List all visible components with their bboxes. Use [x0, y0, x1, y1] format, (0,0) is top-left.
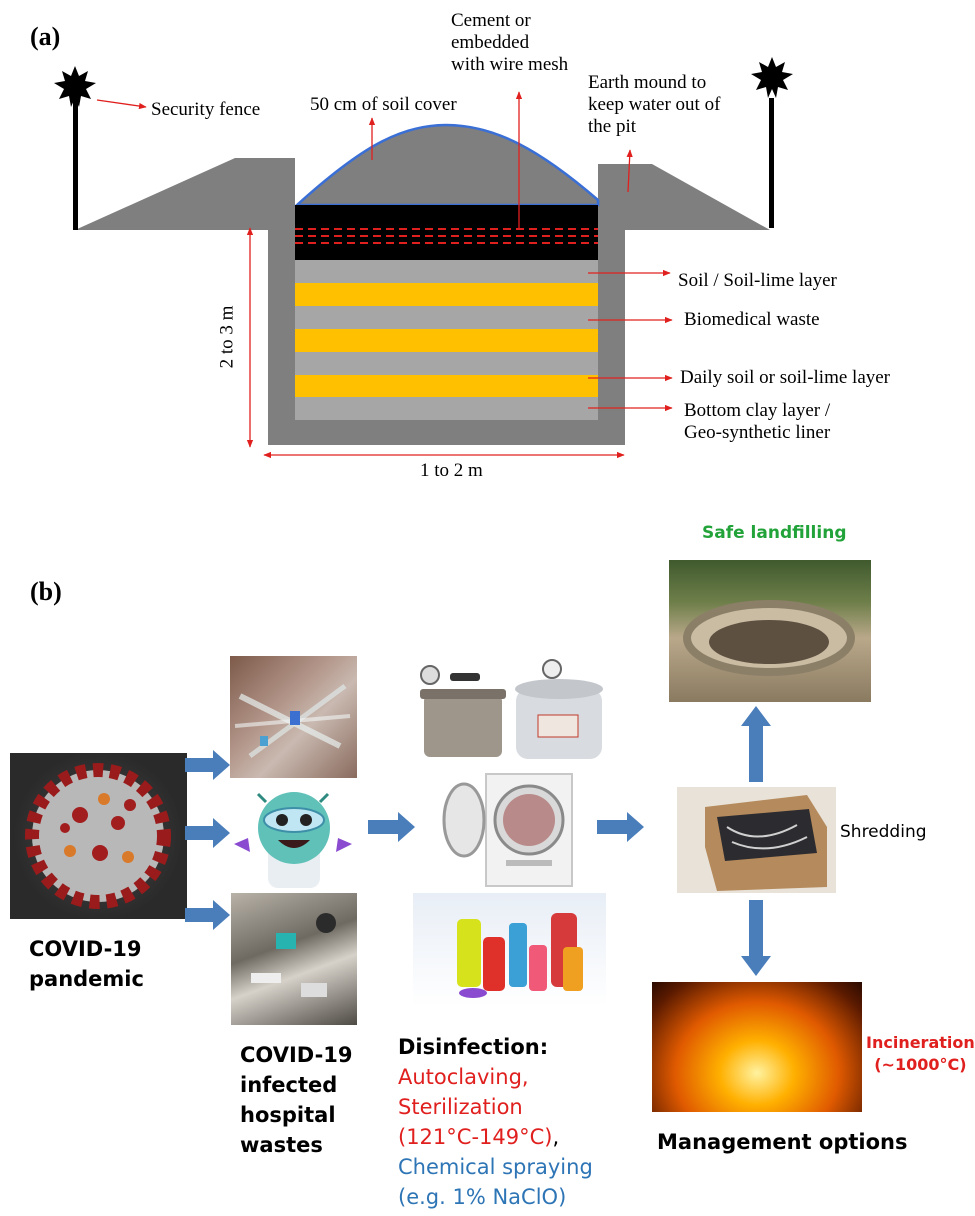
panel-a-label: (a) [30, 22, 61, 51]
soil-cover-label: 50 cm of soil cover [310, 94, 457, 115]
bottom-liner-label: Bottom clay layer / Geo-synthetic liner [684, 400, 830, 444]
waste-layer-2 [295, 329, 598, 352]
cement-label-line1: Cement or [451, 10, 531, 31]
chemical-spraying-text: Chemical spraying [398, 1155, 593, 1179]
arrow-to-mascot [185, 818, 230, 848]
incineration-label: Incineration (~1000°C) [866, 1032, 975, 1076]
sterilization-text: Sterilization [398, 1095, 523, 1119]
arrow-to-syringes [185, 750, 230, 780]
landfill-pit-photo [669, 560, 871, 702]
arrow-to-waste [185, 900, 230, 930]
disinfection-text-block: Disinfection: Autoclaving, Sterilization… [398, 1032, 593, 1212]
cement-label-line2: embedded [451, 32, 530, 53]
incinerator-fire-image [652, 982, 862, 1112]
daily-soil-label: Daily soil or soil-lime layer [680, 367, 891, 388]
temperature-range-line: (121°C-149°C), [398, 1122, 593, 1152]
infected-line1: COVID-19 [240, 1043, 353, 1067]
waste-layer-1 [295, 283, 598, 306]
earth-mound-line1: Earth mound to [588, 72, 707, 93]
pressure-cooker-image [410, 655, 610, 765]
covid-label-line2: pandemic [29, 967, 144, 991]
management-options-label: Management options [657, 1130, 908, 1154]
germ-mascot-image [228, 782, 358, 890]
soil-layer-3 [295, 352, 598, 375]
cement-layer [295, 205, 598, 260]
soil-layer-2 [295, 306, 598, 329]
cement-label: Cement or embedded with wire mesh [451, 10, 568, 76]
safe-landfilling-label: Safe landfilling [702, 523, 847, 543]
soil-layer-1 [295, 260, 598, 283]
shredded-waste-box-image [677, 787, 836, 893]
virus-arrows [185, 750, 230, 930]
shredding-label: Shredding [840, 822, 927, 842]
soil-layer-label: Soil / Soil-lime layer [678, 270, 837, 291]
arrow-to-disinfection [368, 812, 415, 842]
infected-line3: hospital [240, 1103, 336, 1127]
earth-mound-line2: keep water out of [588, 94, 721, 115]
bottom-liner-line2: Geo-synthetic liner [684, 422, 831, 443]
landfill-pit-diagram [54, 57, 793, 459]
fence-star-right [751, 57, 793, 98]
clay-liner-layer [295, 397, 598, 420]
panel-b-label: (b) [30, 577, 62, 606]
security-fence-label: Security fence [151, 99, 261, 120]
infected-wastes-label: COVID-19 infected hospital wastes [240, 1040, 353, 1160]
temperature-range-text: (121°C-149°C) [398, 1125, 553, 1149]
infected-line2: infected [240, 1073, 338, 1097]
soil-cover-dome [293, 123, 600, 207]
disinfection-title: Disinfection: [398, 1035, 549, 1059]
fence-star-left [54, 66, 96, 107]
incineration-line2: (~1000°C) [874, 1055, 967, 1074]
naclo-text: (e.g. 1% NaClO) [398, 1185, 567, 1209]
waste-layer-3 [295, 375, 598, 397]
chemical-bottles-image [413, 893, 606, 1006]
covid-label-line1: COVID-19 [29, 937, 142, 961]
steam-sterilizer-image [436, 770, 576, 890]
biomedical-waste-label: Biomedical waste [684, 309, 820, 330]
coronavirus-image [10, 753, 187, 919]
bottom-liner-line1: Bottom clay layer / [684, 400, 831, 421]
earth-mound-line3: the pit [588, 116, 637, 137]
incineration-line1: Incineration [866, 1033, 975, 1052]
syringe-waste-image [230, 656, 357, 778]
fence-post-left [73, 95, 78, 230]
arrow-to-incineration [741, 900, 771, 976]
autoclaving-text: Autoclaving, [398, 1065, 529, 1089]
temperature-comma: , [552, 1125, 560, 1149]
arrow-to-landfilling [741, 706, 771, 782]
covid-pandemic-label: COVID-19 pandemic [29, 934, 144, 994]
depth-label: 2 to 3 m [216, 305, 238, 369]
arrow-to-shredding [597, 812, 644, 842]
earth-mound-label: Earth mound to keep water out of the pit [588, 72, 720, 138]
cement-label-line3: with wire mesh [451, 54, 569, 75]
fence-post-right [769, 98, 774, 228]
infected-line4: wastes [240, 1133, 323, 1157]
hospital-waste-image [231, 893, 357, 1025]
width-label: 1 to 2 m [420, 460, 483, 481]
